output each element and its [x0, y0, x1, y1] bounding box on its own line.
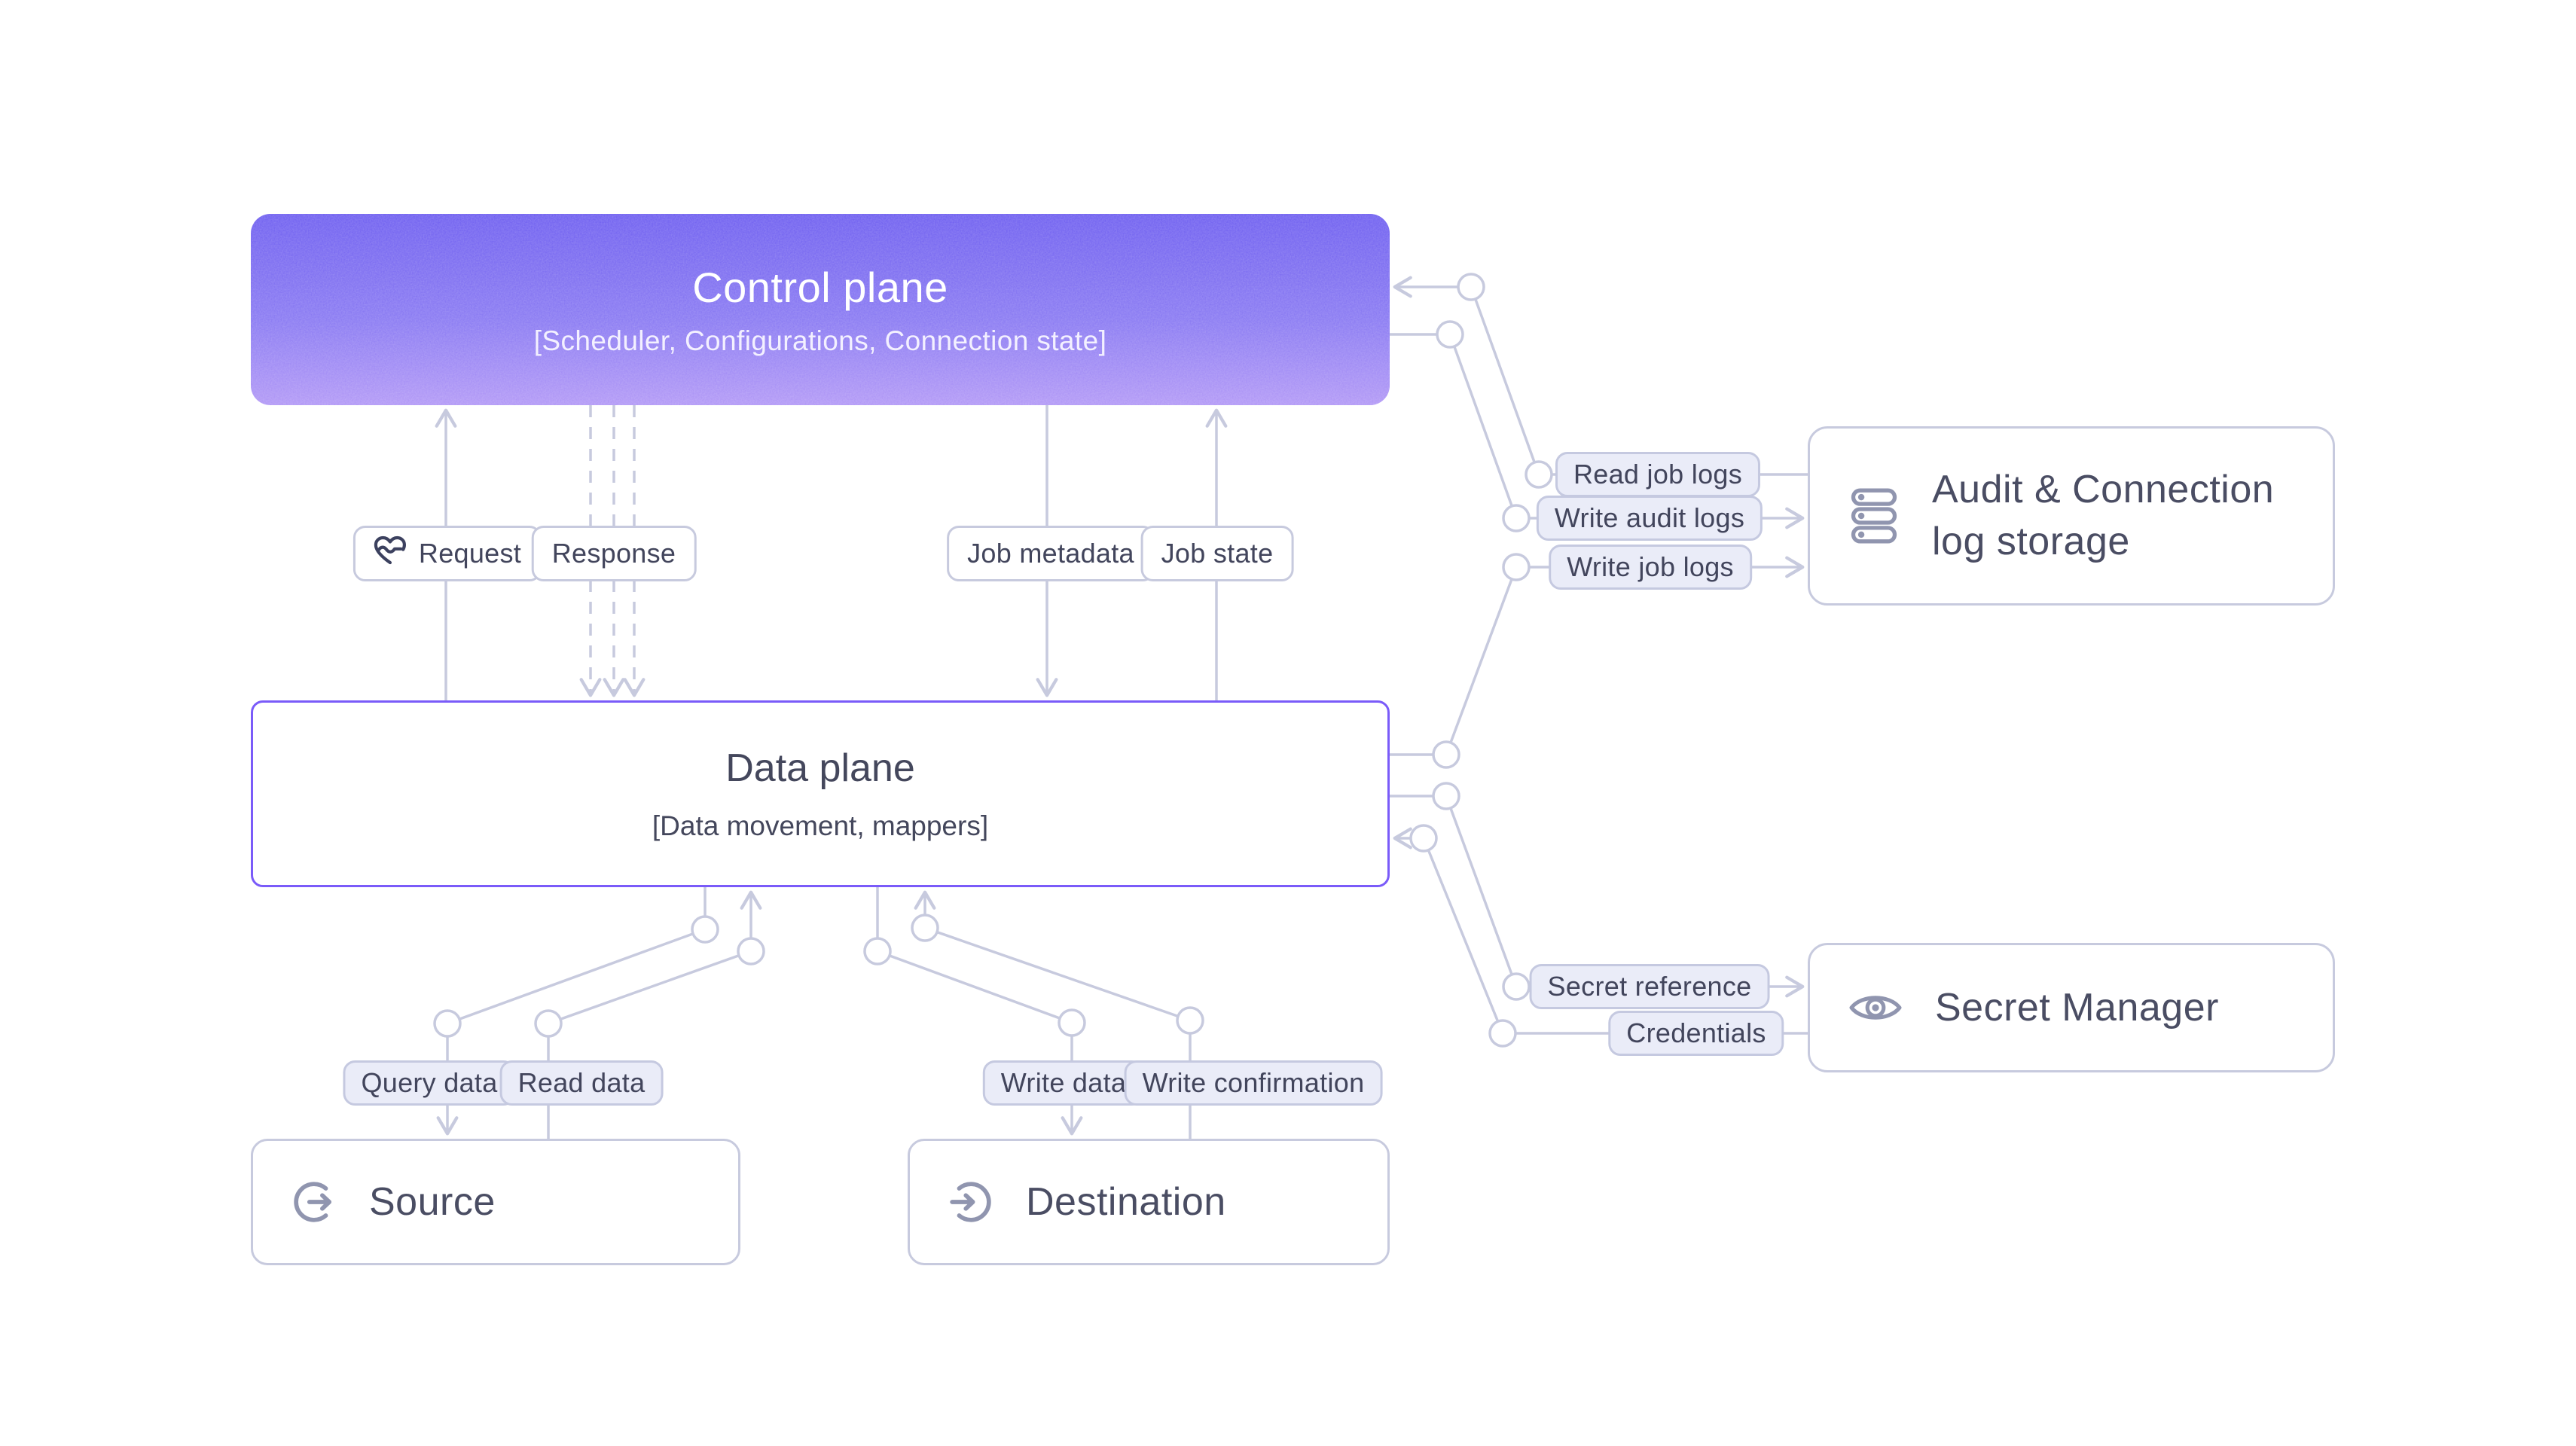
node-destination: Destination: [908, 1139, 1390, 1265]
audit-log-storage-title: Audit & Connection log storage: [1932, 468, 2275, 563]
edge-label-response: Response: [531, 526, 697, 581]
logout-arrow-icon: [292, 1180, 336, 1224]
destination-title: Destination: [1026, 1179, 1226, 1224]
control-plane-subtitle: [Scheduler, Configurations, Connection s…: [533, 325, 1107, 356]
junction-circles: [433, 273, 1553, 1048]
edge-label-read-data: Read data: [499, 1060, 664, 1106]
node-source: Source: [251, 1139, 740, 1265]
edge-label-read-job-logs: Read job logs: [1555, 452, 1761, 497]
edge-label-write-confirmation: Write confirmation: [1124, 1060, 1383, 1106]
database-icon: [1849, 488, 1899, 544]
control-plane-title: Control plane: [692, 263, 948, 311]
edge-label-text: Request: [418, 538, 522, 569]
data-plane-title: Data plane: [725, 746, 915, 790]
node-control-plane: Control plane [Scheduler, Configurations…: [251, 214, 1390, 405]
node-audit-log-storage: Audit & Connection log storage: [1808, 426, 2335, 606]
edge-label-write-data: Write data: [982, 1060, 1145, 1106]
edge-label-request: Request: [353, 526, 542, 581]
noise-texture: [251, 214, 1390, 405]
edge-label-write-audit-logs: Write audit logs: [1536, 496, 1763, 541]
secret-manager-title: Secret Manager: [1935, 985, 2219, 1030]
login-arrow-icon: [949, 1180, 993, 1224]
node-secret-manager: Secret Manager: [1808, 943, 2335, 1072]
source-title: Source: [369, 1179, 496, 1224]
edge-label-credentials: Credentials: [1608, 1011, 1784, 1056]
edge-label-job-state: Job state: [1140, 526, 1294, 581]
eye-icon: [1849, 989, 1902, 1027]
heart-pulse-icon: [374, 535, 407, 572]
edge-label-query-data: Query data: [343, 1060, 516, 1106]
edge-label-secret-reference: Secret reference: [1529, 964, 1770, 1009]
edge-label-job-metadata: Job metadata: [947, 526, 1155, 581]
data-plane-subtitle: [Data movement, mappers]: [652, 810, 989, 841]
node-data-plane: Data plane [Data movement, mappers]: [251, 700, 1390, 887]
edge-label-write-job-logs: Write job logs: [1549, 545, 1752, 590]
